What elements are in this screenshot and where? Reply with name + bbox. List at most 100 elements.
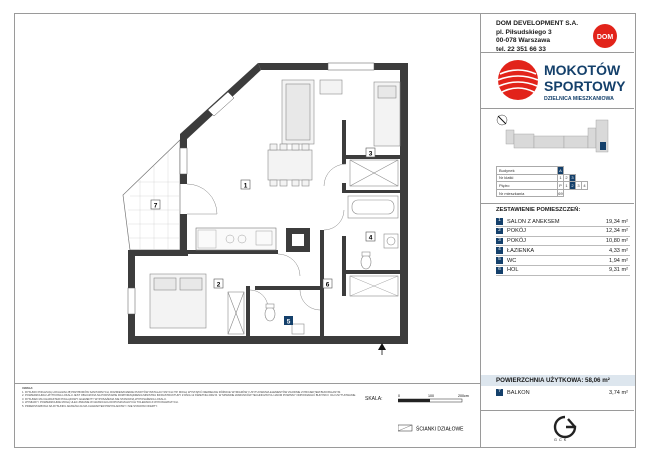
room-num: 2 (496, 227, 503, 235)
total-area-value: 58,06 m² (585, 377, 610, 384)
room-num: 1 (496, 218, 503, 225)
room-area: 1,94 m² (609, 257, 628, 264)
bedroom-3-furniture (349, 81, 401, 187)
brand-line3: DZIELNICA MIESZKANIOWA (544, 96, 614, 102)
divider-3 (480, 203, 634, 204)
info-cell: 3 (569, 173, 576, 183)
room-number-markers (150, 147, 376, 325)
company-phone: tel. 22 351 66 33 (496, 45, 546, 53)
wc-fixtures (264, 303, 305, 335)
room-area: 10,80 m² (605, 238, 628, 245)
info-cell: 4 (581, 181, 588, 190)
scale-tick-200: 200cm (458, 394, 469, 398)
floor-plan: 1 2 3 4 5 6 7 (122, 62, 408, 355)
note-line: 5. PRZEDSTAWIONA NA RYSUNKU ARANŻACJA MA… (22, 404, 158, 408)
note-line: 2. POWIERZCHNIA UŻYTKOWA LOKALU JEST OBL… (22, 394, 356, 397)
room-row: 1 SALON Z ANEKSEM 19,34 m² (496, 217, 630, 227)
room-num: 5 (496, 257, 503, 264)
balcony-area (122, 139, 181, 251)
bedroom-2-furniture (149, 273, 245, 335)
bathroom-fixtures (347, 195, 399, 270)
company-city: 00-078 Warszawa (496, 37, 551, 45)
windows (127, 62, 375, 315)
total-area-label: POWIERZCHNIA UŻYTKOWA: (496, 377, 584, 384)
room-name: HOL (507, 267, 519, 274)
info-row-label: Budynek (496, 166, 558, 175)
gck-text: GCK (554, 438, 569, 442)
notes-title: UWAGA: (22, 387, 34, 390)
room-area: 19,34 m² (605, 218, 628, 225)
info-row-label: Nr mieszkania (496, 188, 558, 198)
rooms-title: ZESTAWIENIE POMIESZCZEŃ: (496, 207, 581, 213)
dom-logo: DOM (593, 24, 617, 48)
plan-label-5: 5 (287, 318, 291, 325)
brand-ball-icon (497, 60, 539, 100)
living-furniture (267, 79, 343, 187)
plan-label-3: 3 (369, 150, 373, 157)
north-compass-bottom (378, 343, 386, 355)
kitchen (195, 227, 277, 251)
divider-2 (480, 108, 634, 109)
room-name: POKÓJ (507, 228, 526, 235)
door-swings (186, 163, 347, 311)
plan-label-7: 7 (154, 202, 158, 209)
room-name: WC (507, 257, 517, 264)
plan-label-1: 1 (244, 182, 248, 189)
total-band (481, 375, 635, 386)
brand-line1: MOKOTÓW (544, 61, 621, 78)
scale-tick-0: 0 (398, 394, 400, 398)
company-name: DOM DEVELOPMENT S.A. (496, 20, 579, 27)
plan-label-4: 4 (369, 234, 373, 241)
room-row: 5 WC 1,94 m² (496, 256, 630, 266)
legend-partition-walls: ŚCIANKI DZIAŁOWE (398, 425, 464, 433)
column-divider (480, 13, 481, 448)
room-row: 4 ŁAZIENKA 4,33 m² (496, 246, 630, 257)
company-street: pl. Piłsudskiego 3 (496, 28, 552, 36)
room-row: 2 POKÓJ 12,34 m² (496, 227, 630, 237)
room-name: SALON Z ANEKSEM (507, 218, 560, 225)
legend-label: ŚCIANKI DZIAŁOWE (416, 425, 464, 433)
balcony-num: 7 (496, 389, 503, 396)
info-cell: A (557, 166, 564, 175)
scale-tick-100: 100 (428, 394, 434, 398)
scale-bar: 0 100 200cm (398, 394, 469, 403)
dom-logo-text: DOM (597, 34, 614, 41)
room-area: 9,31 m² (609, 267, 628, 274)
mokotow-sportowy-logo: MOKOTÓW SPORTOWY DZIELNICA MIESZKANIOWA (497, 60, 626, 102)
room-name: ŁAZIENKA (507, 247, 535, 254)
notes-block: UWAGA: 1. RYSUNKI POKAZUJĄ LOKALIZACJĘ P… (22, 387, 396, 408)
plan-label-6: 6 (326, 281, 330, 288)
plan-label-2: 2 (217, 281, 221, 288)
info-row-label: Piętro (496, 181, 558, 190)
info-cell: 69 (557, 188, 564, 198)
sheet-frame (14, 13, 636, 448)
key-plan-compass-icon (496, 114, 508, 126)
brand-line2: SPORTOWY (544, 78, 626, 94)
room-num: 4 (496, 247, 503, 254)
balcony-row: 7 BALKON 3,74 m² (496, 388, 630, 397)
room-area: 12,34 m² (605, 228, 628, 235)
note-line: 4. WYMIARY I POWIERZCHNIE MOGĄ ULEC ZMIA… (22, 401, 179, 404)
divider-1 (480, 52, 634, 53)
scale-label: SKALA: (365, 396, 383, 402)
note-line: 3. RYSUNEK MA CHARAKTER POGLĄDOWY. ELEME… (22, 397, 167, 401)
hall-wardrobe (349, 275, 399, 297)
balcony-area: 3,74 m² (609, 389, 628, 396)
divider-4 (480, 410, 634, 411)
room-area: 4,33 m² (609, 247, 628, 254)
room-name: POKÓJ (507, 238, 526, 245)
note-line: 1. RYSUNKI POKAZUJĄ LOKALIZACJĘ PRZYBORÓ… (22, 390, 341, 394)
balcony-tiles (128, 152, 180, 250)
company-block: DOM DEVELOPMENT S.A. pl. Piłsudskiego 3 … (496, 20, 578, 54)
balcony-name: BALKON (507, 389, 530, 396)
info-row-label: Nr klatki (496, 173, 558, 183)
notes-divider (14, 383, 480, 384)
gck-logo (553, 415, 577, 439)
